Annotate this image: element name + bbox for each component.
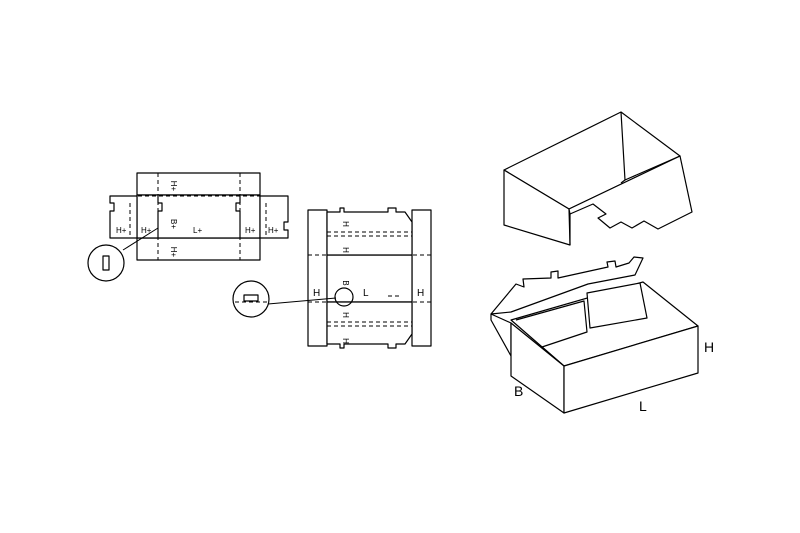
lid-front-face — [568, 155, 693, 230]
large-blank-label-h-right: H — [417, 288, 424, 299]
large-blank-label-h-bot-2: H — [341, 338, 350, 344]
small-blank-label-h-right-inner: H+ — [245, 226, 256, 235]
large-blank-label-h-top-1: H — [341, 221, 350, 227]
box-tray-3d: B L H — [490, 256, 714, 414]
large-blank-callout-leader — [267, 297, 337, 305]
small-blank-right-flap — [259, 195, 289, 239]
small-blank-label-h-left-flap: H+ — [116, 226, 127, 235]
small-blank-label-b: B+ — [169, 219, 178, 229]
tray-left-flap — [490, 313, 512, 357]
tray-front-face — [563, 325, 699, 414]
large-blank-label-h-bot-1: H — [341, 312, 350, 318]
small-blank-label-h-bottom: H+ — [169, 247, 178, 258]
large-blank-label-h-top-2: H — [341, 247, 350, 253]
small-blank-callout-leader — [122, 227, 159, 251]
small-blank-detail-slot — [102, 255, 110, 271]
large-blank-detail-circle — [232, 280, 270, 318]
large-blank-center-panel — [326, 254, 413, 303]
large-blank-bottom-flap — [326, 301, 413, 349]
large-flat-blank: H H H B L H H H — [232, 207, 432, 349]
small-blank-top-flap — [136, 172, 261, 196]
large-blank-label-b: B — [341, 280, 350, 285]
tray-back-flap — [490, 256, 644, 315]
large-blank-highlight-circle — [334, 287, 354, 307]
tray-label-l: L — [639, 398, 647, 414]
lid-inner-notch — [620, 179, 626, 184]
large-blank-detail-slot — [243, 294, 259, 302]
small-blank-label-l: L+ — [193, 226, 202, 235]
large-blank-label-l: L — [363, 288, 369, 299]
tray-label-b: B — [514, 383, 523, 399]
small-flat-blank: H+ H+ H+ B+ L+ H+ H+ H+ — [87, 172, 289, 282]
large-blank-label-h-left: H — [313, 288, 320, 299]
tray-inner-flap — [586, 282, 648, 329]
box-lid-3d — [503, 111, 693, 246]
small-blank-label-h-right-flap: H+ — [268, 226, 279, 235]
small-blank-detail-circle — [87, 244, 125, 282]
small-blank-bottom-flap — [136, 237, 261, 261]
tray-inner-left-wall — [515, 300, 588, 348]
large-blank-right-panel — [411, 209, 432, 347]
large-blank-left-panel — [307, 209, 328, 347]
small-blank-label-h-left-inner: H+ — [141, 226, 152, 235]
small-blank-label-h-top: H+ — [169, 181, 178, 192]
tray-label-h: H — [704, 339, 714, 355]
